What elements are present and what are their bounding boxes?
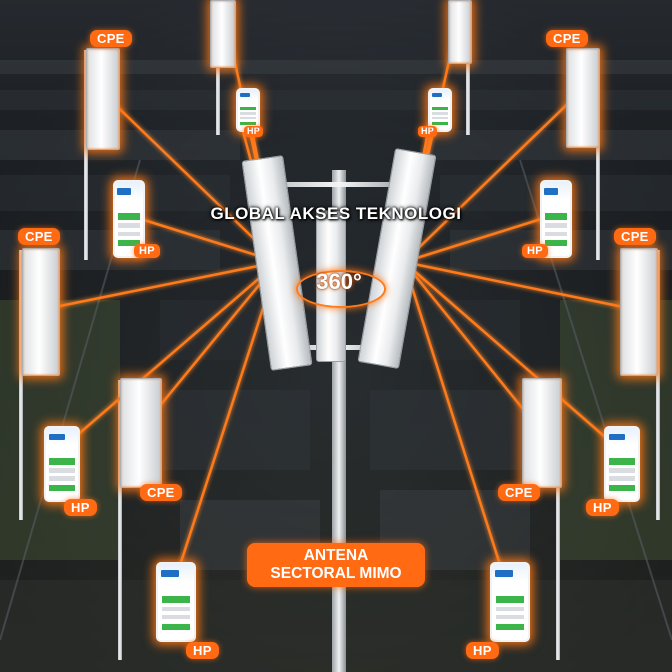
cpe-tag: CPE: [546, 30, 588, 47]
cpe-device-icon: [210, 0, 236, 68]
cpe-pole: [19, 250, 23, 520]
cpe-tag: CPE: [498, 484, 540, 501]
hp-tag: HP: [586, 499, 619, 516]
cpe-device-icon: [120, 378, 162, 488]
hp-tag: HP: [64, 499, 97, 516]
signal-ray: [402, 213, 556, 264]
smartphone-icon: [44, 426, 80, 502]
cpe-tag: CPE: [140, 484, 182, 501]
brand-title: GLOBAL AKSES TEKNOLOGI: [210, 204, 462, 223]
signal-ray: [402, 260, 542, 432]
cpe-device-icon: [566, 48, 600, 148]
hp-tag: HP: [186, 642, 219, 659]
signal-ray: [58, 260, 280, 452]
hp-tag: HP: [134, 244, 160, 258]
cpe-pole: [556, 380, 560, 660]
signal-ray: [402, 88, 584, 264]
signal-ray: [126, 213, 280, 264]
cpe-pole: [656, 250, 660, 520]
cpe-device-icon: [448, 0, 472, 64]
cpe-pole: [466, 0, 470, 135]
antenna-type-label: ANTENA SECTORAL MIMO: [247, 543, 425, 587]
signal-ray: [402, 260, 622, 452]
signal-ray: [38, 260, 280, 312]
tower-crossbar: [272, 182, 406, 187]
cpe-device-icon: [86, 48, 120, 150]
coverage-360-badge: 360°: [316, 269, 362, 294]
smartphone-icon: [604, 426, 640, 502]
smartphone-icon: [428, 88, 452, 132]
smartphone-icon: [540, 180, 572, 258]
signal-ray: [138, 260, 280, 432]
cpe-device-icon: [522, 378, 562, 488]
cpe-pole: [84, 50, 88, 260]
signal-ray: [170, 260, 280, 592]
cpe-device-icon: [620, 248, 658, 376]
hp-tag: HP: [244, 126, 264, 137]
hp-tag: HP: [522, 244, 548, 258]
cpe-device-icon: [22, 248, 60, 376]
cpe-tag: CPE: [90, 30, 132, 47]
signal-ray: [402, 260, 510, 592]
smartphone-icon: [156, 562, 196, 642]
antenna-label-line2: SECTORAL MIMO: [270, 565, 402, 582]
antenna-label-line1: ANTENA: [303, 547, 369, 564]
cpe-tag: CPE: [18, 228, 60, 245]
smartphone-icon: [236, 88, 260, 132]
cpe-pole: [118, 380, 122, 660]
hp-tag: HP: [466, 642, 499, 659]
signal-ray: [98, 88, 280, 264]
smartphone-icon: [490, 562, 530, 642]
signal-ray: [402, 260, 640, 312]
hp-tag: HP: [418, 126, 438, 137]
cpe-tag: CPE: [614, 228, 656, 245]
rotation-ring-icon: [296, 270, 386, 308]
cpe-pole: [596, 50, 600, 260]
